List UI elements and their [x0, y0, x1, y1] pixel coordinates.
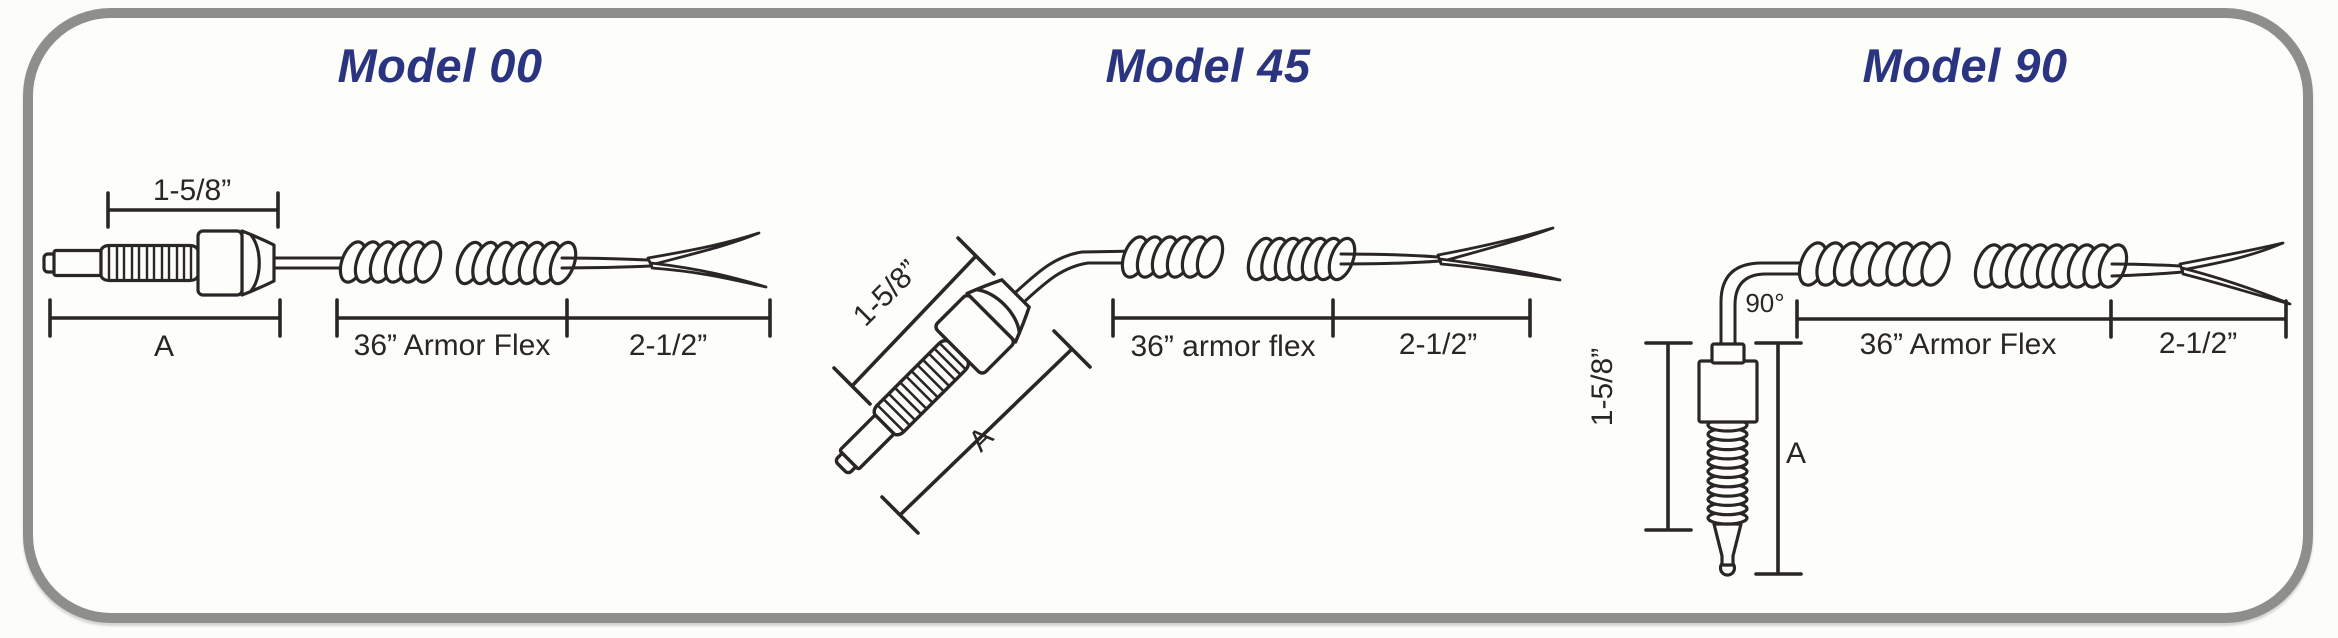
lead-wire-lower: [2180, 266, 2292, 306]
model-90-diagram: 90° 1-5/8” A 36” Armor Flex 2-1/2”: [1586, 241, 2292, 577]
armor-flex-coil-group: [338, 240, 443, 284]
armor-flex-coil-group: [1246, 236, 1357, 282]
probe-model-45: [815, 267, 1042, 494]
dim-line-probe-top: [106, 191, 280, 229]
dim-label-armor-flex: 36” Armor Flex: [354, 329, 551, 362]
dim-label-armor-flex: 36” armor flex: [1130, 330, 1315, 363]
dim-line-probe-top: [1644, 341, 1693, 532]
dim-line-overall: [880, 329, 1092, 535]
model-00-title: Model 00: [337, 39, 543, 92]
dim-label-probe-top: 1-5/8”: [153, 174, 231, 207]
dim-line-overall: [1754, 341, 1803, 576]
dim-label-overall: A: [1786, 437, 1806, 470]
dim-label-angle: 90°: [1745, 288, 1784, 318]
dim-line-probe-top: [832, 236, 996, 406]
dim-line-armor-flex: [1795, 299, 2288, 339]
wire: [2110, 262, 2184, 278]
probe-taper: [1712, 522, 1743, 567]
model-00-diagram: 1-5/8” A 36” Armor Flex 2-1/2”: [42, 174, 772, 363]
armor-flex-coil-group: [1120, 235, 1225, 279]
probe-collar: [1710, 342, 1746, 365]
dim-label-lead: 2-1/2”: [2159, 327, 2237, 360]
wire: [560, 256, 652, 270]
lead-wire-upper: [2178, 241, 2285, 272]
model-45-title: Model 45: [1105, 39, 1311, 92]
probe-model-00: [42, 229, 276, 297]
lead-wire-upper: [1436, 226, 1555, 264]
wire: [1014, 249, 1142, 304]
dim-line-overall: [48, 298, 282, 338]
probe-hex-body: [1697, 359, 1759, 424]
dim-label-armor-flex: 36” Armor Flex: [1860, 328, 2057, 361]
armor-flex-coil-group: [1797, 241, 1951, 287]
probe-spring-coils: [1706, 417, 1749, 526]
wire-90-degree-bend: [1719, 261, 1812, 354]
armor-flex-coil-group: [1973, 243, 2129, 289]
dim-label-lead: 2-1/2”: [629, 329, 707, 362]
lead-wire-lower: [1438, 257, 1562, 282]
dim-line-armor-flex: [1111, 298, 1532, 338]
armor-flex-coil-group: [455, 240, 578, 286]
wire: [1339, 252, 1442, 266]
dim-label-lead: 2-1/2”: [1399, 328, 1477, 361]
dim-label-overall: A: [154, 330, 174, 363]
lead-wire-lower: [649, 261, 768, 289]
rounded-panel-border: [23, 8, 2313, 623]
model-90-title: Model 90: [1862, 39, 2068, 92]
model-45-diagram: 1-5/8” A 36” armor flex 2-1/2”: [815, 226, 1562, 535]
lead-wire-upper: [646, 231, 761, 267]
dim-label-probe-top: 1-5/8”: [1586, 348, 1619, 426]
dim-line-armor-flex: [335, 298, 772, 338]
